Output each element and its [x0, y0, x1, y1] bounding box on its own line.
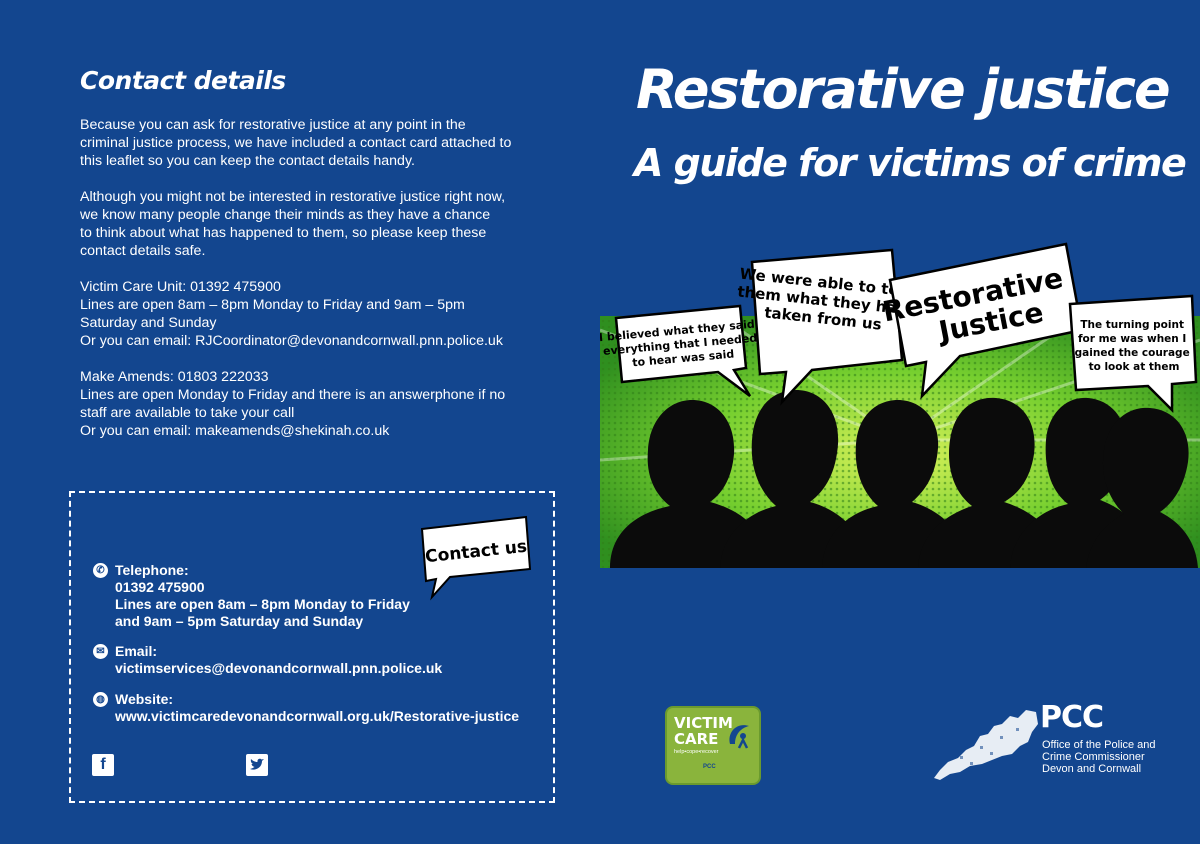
- twitter-icon[interactable]: [246, 754, 268, 776]
- text-line: Although you might not be interested in …: [80, 189, 506, 205]
- speech-bubble-2: We were able to tell them what they had …: [735, 248, 915, 406]
- silhouette-person: [1086, 407, 1198, 568]
- email-label: Email:: [115, 643, 158, 659]
- email-link[interactable]: victimservices@devonandcornwall.pnn.poli…: [115, 660, 443, 676]
- victim-care-logo-text: VICTIM: [674, 714, 733, 732]
- text-line: contact details safe.: [80, 243, 206, 259]
- text-line: criminal justice process, we have includ…: [80, 135, 512, 151]
- envelope-icon: ✉: [93, 644, 108, 659]
- contact-panel: Contact details Because you can ask for …: [69, 66, 560, 803]
- text-line: Make Amends: 01803 222033: [80, 369, 269, 385]
- text-line: this leaflet so you can keep the contact…: [80, 153, 415, 169]
- contact-us-bubble: Contact us: [420, 515, 532, 601]
- text-line: staff are available to take your call: [80, 405, 295, 421]
- text-line: Saturday and Sunday: [80, 315, 217, 331]
- text-line: Victim Care Unit: 01392 475900: [80, 279, 281, 295]
- text-line: Lines are open Monday to Friday and ther…: [80, 387, 506, 403]
- paragraph-victim-care-unit: Victim Care Unit: 01392 475900 Lines are…: [80, 278, 560, 350]
- cover-title: Restorative justice: [636, 58, 1171, 121]
- speech-bubble-4: The turning point for me was when I gain…: [1068, 294, 1198, 414]
- bubble-4-line: The turning point: [1080, 319, 1184, 331]
- cover-subtitle: A guide for victims of crime: [634, 141, 1187, 185]
- victim-care-logo: VICTIM CARE help•cope•recover PCC: [667, 708, 759, 783]
- telephone-label: Telephone:: [115, 562, 189, 578]
- pcc-name-line: Devon and Cornwall: [1042, 763, 1142, 775]
- bubble-4-line: gained the courage: [1075, 347, 1190, 359]
- devon-cornwall-map-icon: [934, 710, 1038, 780]
- speech-bubble-1: I believed what they said, everything th…: [600, 304, 759, 397]
- telephone-number[interactable]: 01392 475900: [115, 579, 205, 595]
- victim-care-logo-text: CARE: [674, 730, 719, 748]
- contact-heading: Contact details: [80, 66, 286, 95]
- rj-email-line[interactable]: Or you can email: RJCoordinator@devonand…: [80, 333, 503, 349]
- silhouette-person: [822, 400, 968, 568]
- paragraph-keep-safe: Although you might not be interested in …: [80, 188, 560, 260]
- phone-icon: ✆: [93, 563, 108, 578]
- silhouettes: [610, 390, 1198, 568]
- bubble-4-line: for me was when I: [1078, 333, 1186, 345]
- comic-illustration: I believed what they said, everything th…: [600, 242, 1200, 568]
- pcc-abbreviation: PCC: [1040, 700, 1104, 735]
- pcc-name-line: Office of the Police and: [1042, 739, 1156, 751]
- svg-text:We were able to tell t: We were able to tell them what they had …: [735, 265, 915, 337]
- cover-panel: Restorative justice A guide for victims …: [600, 0, 1200, 844]
- silhouette-person: [610, 400, 770, 568]
- text-line: we know many people change their minds a…: [80, 207, 491, 223]
- victim-care-emblem-icon: [729, 725, 749, 749]
- globe-icon: ◍: [93, 692, 108, 707]
- silhouette-person: [918, 397, 1062, 568]
- text-line: Lines are open 8am – 8pm Monday to Frida…: [80, 297, 465, 313]
- pcc-logo: PCC Office of the Police and Crime Commi…: [930, 700, 1160, 790]
- telephone-hours: and 9am – 5pm Saturday and Sunday: [115, 613, 364, 629]
- telephone-hours: Lines are open 8am – 8pm Monday to Frida…: [115, 596, 410, 612]
- make-amends-email-line[interactable]: Or you can email: makeamends@shekinah.co…: [80, 423, 390, 439]
- pcc-name-line: Crime Commissioner: [1042, 751, 1145, 763]
- contact-card: Contact us ✆ Telephone: 01392 475900 Lin…: [69, 491, 555, 803]
- victim-care-tagline: help•cope•recover: [674, 749, 719, 755]
- facebook-icon[interactable]: f: [92, 754, 114, 776]
- bubble-4-line: to look at them: [1089, 361, 1180, 373]
- paragraph-intro: Because you can ask for restorative just…: [80, 116, 560, 170]
- text-line: to think about what has happened to them…: [80, 225, 487, 241]
- text-line: Because you can ask for restorative just…: [80, 117, 466, 133]
- svg-text:The turning point for: The turning point for me was when I gain…: [1075, 319, 1194, 373]
- victim-care-sub: PCC: [703, 764, 716, 770]
- website-label: Website:: [115, 691, 174, 707]
- contact-body: Because you can ask for restorative just…: [80, 116, 560, 458]
- website-link[interactable]: www.victimcaredevonandcornwall.org.uk/Re…: [115, 708, 520, 724]
- silhouette-person: [720, 390, 868, 568]
- paragraph-make-amends: Make Amends: 01803 222033 Lines are open…: [80, 368, 560, 440]
